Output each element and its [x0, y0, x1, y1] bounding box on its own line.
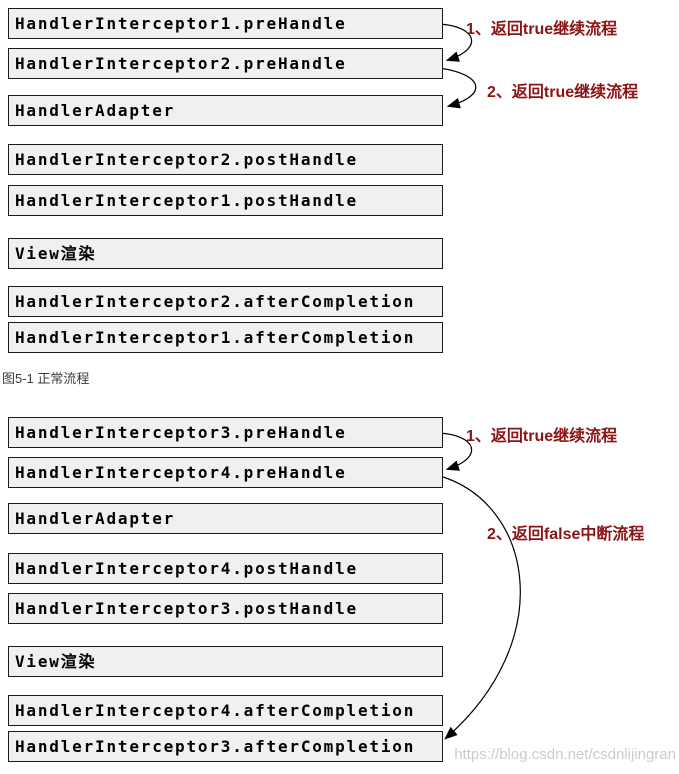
box-handlerinterceptor3-aftercompletion: HandlerInterceptor3.afterCompletion [8, 731, 443, 762]
box-handleradapter-2: HandlerAdapter [8, 503, 443, 534]
box-handlerinterceptor2-prehandle: HandlerInterceptor2.preHandle [8, 48, 443, 79]
figure-caption: 图5-1 正常流程 [2, 371, 90, 386]
box-handleradapter-1: HandlerAdapter [8, 95, 443, 126]
annotation-d2-return-true: 1、返回true继续流程 [466, 428, 618, 445]
annotation-d1-return-true-2: 2、返回true继续流程 [487, 84, 639, 101]
box-view-render-1: View渲染 [8, 238, 443, 269]
box-handlerinterceptor2-posthandle: HandlerInterceptor2.postHandle [8, 144, 443, 175]
watermark: https://blog.csdn.net/csdnlijingran [454, 746, 676, 763]
box-handlerinterceptor1-posthandle: HandlerInterceptor1.postHandle [8, 185, 443, 216]
box-handlerinterceptor4-posthandle: HandlerInterceptor4.postHandle [8, 553, 443, 584]
box-handlerinterceptor3-prehandle: HandlerInterceptor3.preHandle [8, 417, 443, 448]
box-handlerinterceptor3-posthandle: HandlerInterceptor3.postHandle [8, 593, 443, 624]
arrow-d2-prehandle4-to-aftercompletion3 [439, 475, 521, 740]
box-handlerinterceptor2-aftercompletion: HandlerInterceptor2.afterCompletion [8, 286, 443, 317]
box-handlerinterceptor4-aftercompletion: HandlerInterceptor4.afterCompletion [8, 695, 443, 726]
annotation-d2-return-false: 2、返回false中断流程 [487, 526, 645, 543]
annotation-d1-return-true-1: 1、返回true继续流程 [466, 21, 618, 38]
box-handlerinterceptor4-prehandle: HandlerInterceptor4.preHandle [8, 457, 443, 488]
box-handlerinterceptor1-aftercompletion: HandlerInterceptor1.afterCompletion [8, 322, 443, 353]
box-view-render-2: View渲染 [8, 646, 443, 677]
arrow-d1-prehandle2-to-adapter [438, 67, 477, 109]
box-handlerinterceptor1-prehandle: HandlerInterceptor1.preHandle [8, 8, 443, 39]
